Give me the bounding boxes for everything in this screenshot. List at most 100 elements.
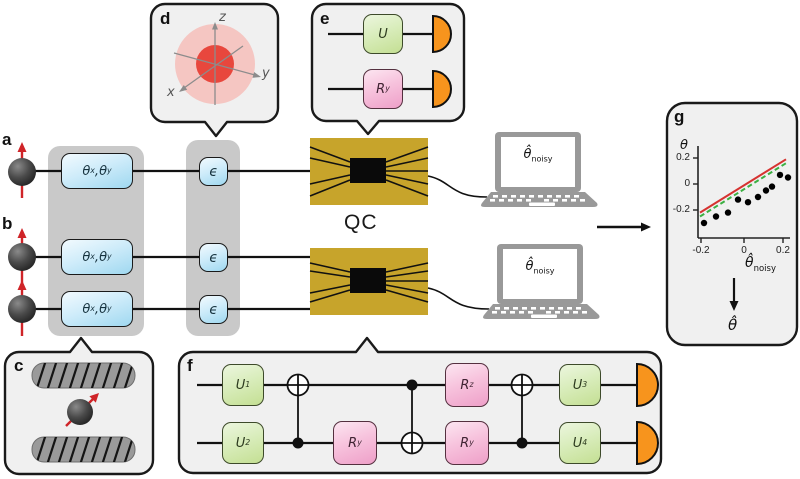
laptop-2-reading: θ̂noisy: [503, 259, 577, 276]
calibration-plot: [693, 146, 792, 311]
plot-point: [776, 171, 784, 179]
plot-point: [784, 174, 792, 181]
panel-label-b: b: [2, 214, 13, 233]
plot-point: [712, 213, 720, 220]
gate-text: θ: [99, 249, 108, 265]
noise-gate-b1: ϵ: [199, 243, 228, 272]
panel-label-d: d: [160, 9, 171, 28]
plot-line: [699, 162, 787, 218]
panel-label-g: g: [674, 107, 685, 126]
plot-point: [700, 219, 708, 227]
plot-point: [724, 209, 732, 216]
gate-text: ϵ: [209, 249, 218, 266]
gate-text: θ: [99, 163, 108, 179]
gate-text: ,: [94, 163, 100, 179]
gate-text: R: [376, 81, 386, 97]
panel-label-c: c: [14, 356, 24, 375]
plot-line: [699, 158, 787, 214]
bloch-x-label: x: [167, 85, 175, 100]
qubit-b2: [8, 280, 36, 336]
noise-gate-a: ϵ: [199, 157, 228, 186]
plot-point: [768, 183, 776, 190]
reading-sub: noisy: [531, 154, 553, 164]
cnot-2: [400, 379, 424, 455]
detector-icon: [432, 14, 452, 54]
plot-ytick: -0.2: [672, 204, 690, 215]
plot-point: [734, 196, 742, 203]
gate-text: R: [348, 435, 358, 451]
bubble-g: [665, 101, 799, 347]
plot-ytick: 0.2: [676, 152, 690, 163]
gate-text: ϵ: [209, 301, 218, 318]
field-coils: [31, 362, 136, 463]
cnot-3: [510, 373, 534, 449]
chip-label: QC: [344, 211, 378, 234]
cable-1: [427, 175, 488, 198]
plot-xlabel: θ̂noisy: [745, 255, 776, 273]
gate-text: θ: [82, 301, 91, 317]
panel-label-f: f: [187, 356, 193, 375]
gate-text: θ: [82, 249, 91, 265]
qubit-c: [65, 393, 99, 427]
gate-text: U: [572, 377, 583, 393]
gate-text: ϵ: [209, 163, 218, 180]
reading-text: θ̂: [523, 147, 532, 162]
laptop-1-reading: θ̂noisy: [501, 147, 575, 164]
bloch-y-label: y: [262, 66, 270, 81]
gate-text: U: [378, 26, 388, 42]
gate-text: ,: [94, 249, 100, 265]
gate-text: ,: [94, 301, 100, 317]
quantum-chip-2: [309, 248, 429, 315]
gate-text: R: [460, 435, 470, 451]
gate-text: U: [235, 435, 246, 451]
plot-xtick: 0.2: [776, 245, 790, 256]
xlabel-sub: noisy: [753, 263, 776, 274]
plot-xtick: 0: [741, 245, 747, 256]
gate-text: θ: [99, 301, 108, 317]
plot-ylabel: θ: [680, 138, 688, 153]
cnot-1: [286, 373, 310, 449]
reading-text: θ̂: [525, 259, 534, 274]
estimate-arrow-icon: [729, 278, 739, 311]
gate-text: U: [572, 435, 583, 451]
quantum-chip-1: [309, 138, 429, 205]
plot-xtick: -0.2: [692, 245, 710, 256]
qubit-b1: [8, 228, 36, 284]
qubit-a: [8, 142, 36, 198]
detector-icon: [636, 420, 659, 466]
gate-text: R: [460, 377, 470, 393]
xlabel-text: θ̂: [745, 255, 754, 271]
laptop-1: [481, 132, 598, 207]
plot-ytick: 0: [684, 178, 690, 189]
plot-point: [744, 199, 752, 206]
plot-point: [762, 187, 770, 194]
reading-sub: noisy: [533, 266, 555, 276]
cable-2: [427, 287, 490, 310]
bloch-sphere: [173, 22, 261, 105]
plot-point: [754, 193, 762, 201]
panel-label-e: e: [320, 9, 330, 28]
flow-arrow-icon: [597, 222, 651, 232]
gate-text: U: [235, 377, 246, 393]
gate-text: θ: [82, 163, 91, 179]
detector-icon: [636, 362, 659, 408]
panel-label-a: a: [2, 130, 12, 149]
bloch-z-label: z: [219, 10, 226, 25]
noise-gate-b2: ϵ: [199, 295, 228, 324]
detector-icon: [432, 69, 452, 109]
gate-u: U: [363, 14, 403, 54]
laptop-2: [483, 244, 600, 319]
